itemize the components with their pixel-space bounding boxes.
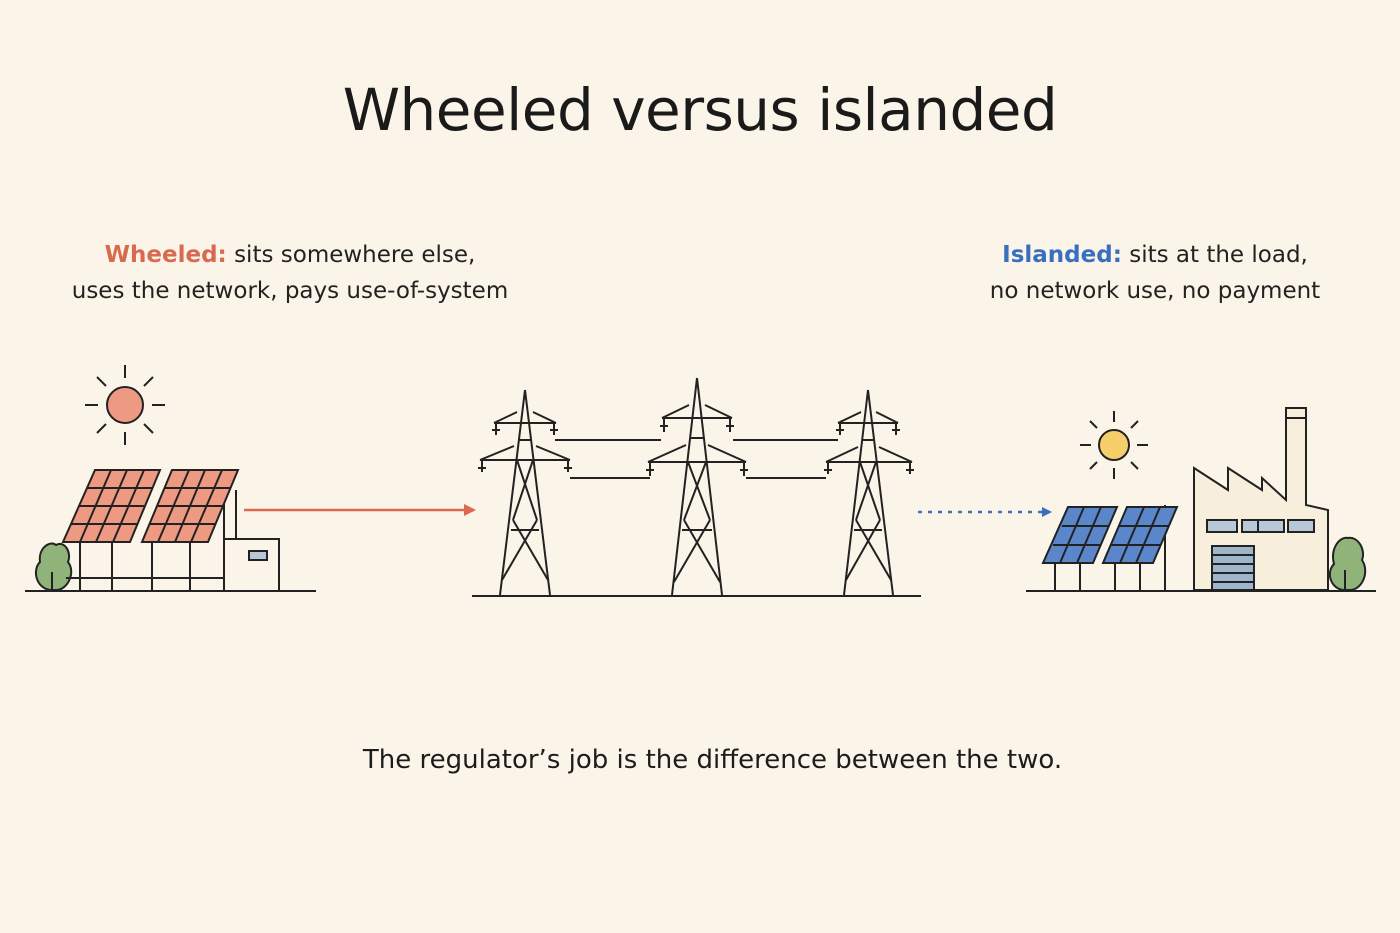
islanded-line2: no network use, no payment (989, 278, 1321, 304)
diagram-title: Wheeled versus islanded (342, 76, 1058, 144)
islanded-caption: Islanded: sits at the load, no network u… (940, 237, 1370, 309)
sun-icon (85, 365, 165, 445)
wheeled-line1: sits somewhere else, (226, 242, 476, 268)
transmission-tower-icon (646, 377, 748, 596)
solar-panel-icon (61, 469, 162, 543)
wheeled-keyword: Wheeled: (104, 242, 227, 268)
wheeled-caption: Wheeled: sits somewhere else, uses the n… (40, 237, 540, 309)
footer-note: The regulator’s job is the difference be… (362, 745, 1063, 775)
factory-icon (1193, 407, 1329, 591)
tree-icon (1328, 536, 1367, 591)
transmission-tower-icon (478, 389, 572, 596)
sun-icon (1080, 411, 1148, 479)
solar-panel-icon (1041, 506, 1119, 564)
islanded-line1: sits at the load, (1121, 242, 1308, 268)
wheeled-line2: uses the network, pays use-of-system (71, 278, 509, 304)
tree-icon (34, 542, 73, 591)
solar-panel-icon (1101, 506, 1179, 564)
islanded-keyword: Islanded: (1002, 242, 1122, 268)
transmission-tower-icon (824, 389, 914, 596)
solar-panel-icon (140, 469, 240, 543)
transmission-network (472, 377, 921, 597)
islanded-solar-site (1026, 407, 1376, 592)
wheeled-solar-site (25, 365, 316, 592)
